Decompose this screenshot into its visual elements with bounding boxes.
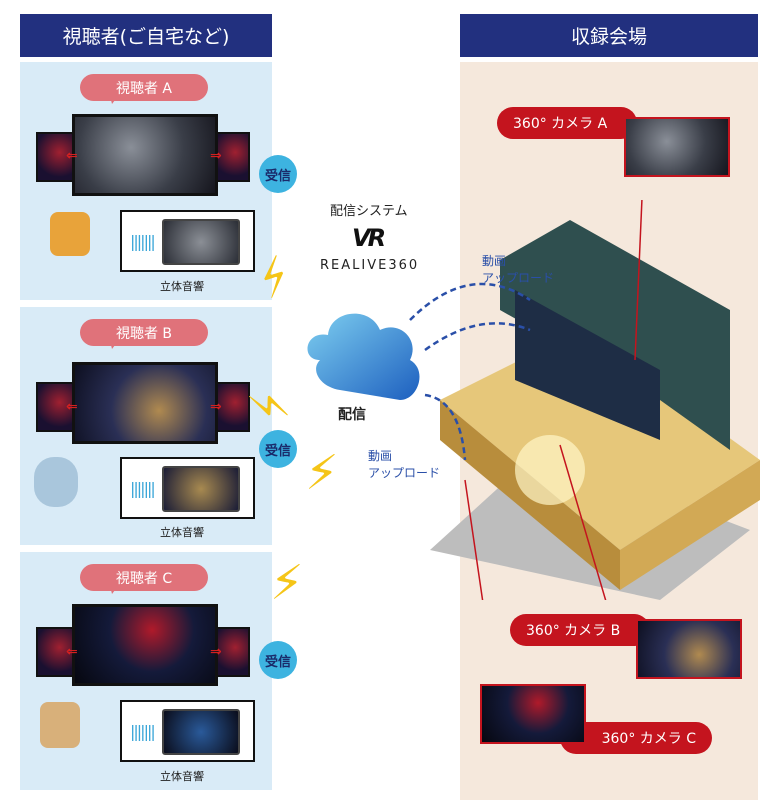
- viewer-label: 視聴者 A: [80, 74, 208, 104]
- realive-logo-text: REALIVE360: [320, 258, 420, 273]
- tablet-image: |||||||: [120, 457, 255, 519]
- drum-view-image: [72, 114, 218, 196]
- side-view-image: [36, 132, 76, 182]
- side-view-image: [36, 382, 76, 432]
- arrow-left-icon: ⇐: [66, 644, 78, 660]
- arrow-right-icon: ⇒: [210, 148, 222, 164]
- sound-wave-icon: |||||||: [130, 722, 156, 741]
- receive-badge: 受信: [259, 641, 297, 679]
- sound-wave-icon: |||||||: [130, 479, 156, 498]
- viewer-person-illustration: [34, 457, 78, 507]
- cloud-icon: [307, 313, 420, 400]
- camera-a-label: 360° カメラ A: [497, 107, 637, 139]
- viewer-person-illustration: [50, 212, 90, 256]
- camera-c-image: [480, 684, 586, 744]
- lightning-icon: ⚡: [270, 555, 304, 611]
- camera-b-label: 360° カメラ B: [510, 614, 650, 646]
- viewer-label: 視聴者 C: [80, 564, 208, 594]
- audio-caption: 立体音響: [160, 770, 204, 783]
- tablet-image: |||||||: [120, 210, 255, 272]
- viewers-header: 視聴者(ご自宅など): [20, 14, 272, 57]
- lightning-icon: ⚡: [305, 445, 339, 501]
- viewer-panel-c: 視聴者 C ⇐ ⇒ ||||||| 立体音響: [20, 552, 272, 790]
- arrow-left-icon: ⇐: [66, 399, 78, 415]
- viewer-label: 視聴者 B: [80, 319, 208, 349]
- arrow-right-icon: ⇒: [210, 399, 222, 415]
- cloud-label: 配信: [338, 407, 366, 423]
- side-view-image: [36, 627, 76, 677]
- side-view-image: [214, 627, 250, 677]
- receive-badge: 受信: [259, 430, 297, 468]
- upload-label-line: アップロード: [482, 271, 555, 285]
- guitar-view-image: [72, 362, 218, 444]
- arrow-left-icon: ⇐: [66, 148, 78, 164]
- upload-arrow-mid: [424, 322, 531, 352]
- upload-arrow-top: [409, 282, 531, 321]
- upload-arrow-bottom: [424, 393, 467, 461]
- camera-a-image: [624, 117, 730, 177]
- arrow-right-icon: ⇒: [210, 644, 222, 660]
- venue-header: 収録会場: [460, 14, 758, 57]
- upload-label-line: アップロード: [368, 466, 441, 480]
- viewer-panel-a: 視聴者 A ⇐ ⇒ ||||||| 立体音響: [20, 62, 272, 300]
- viewer-person-illustration: [40, 702, 80, 748]
- upload-label-line: 動画: [368, 449, 393, 463]
- system-title: 配信システム: [330, 204, 408, 219]
- upload-label-bottom: 動画アップロード: [368, 448, 440, 482]
- stage-illustration: [409, 200, 760, 600]
- camera-b-image: [636, 619, 742, 679]
- realive-logo-mark: VR: [352, 224, 386, 252]
- stage-view-image: [72, 604, 218, 686]
- sound-wave-icon: |||||||: [130, 232, 156, 251]
- upload-label-line: 動画: [482, 254, 507, 268]
- upload-label-top: 動画アップロード: [482, 253, 554, 287]
- viewer-panel-b: 視聴者 B ⇐ ⇒ ||||||| 立体音響: [20, 307, 272, 545]
- side-view-image: [214, 382, 250, 432]
- audio-caption: 立体音響: [160, 280, 204, 293]
- receive-badge: 受信: [259, 155, 297, 193]
- tablet-image: |||||||: [120, 700, 255, 762]
- audio-caption: 立体音響: [160, 526, 204, 539]
